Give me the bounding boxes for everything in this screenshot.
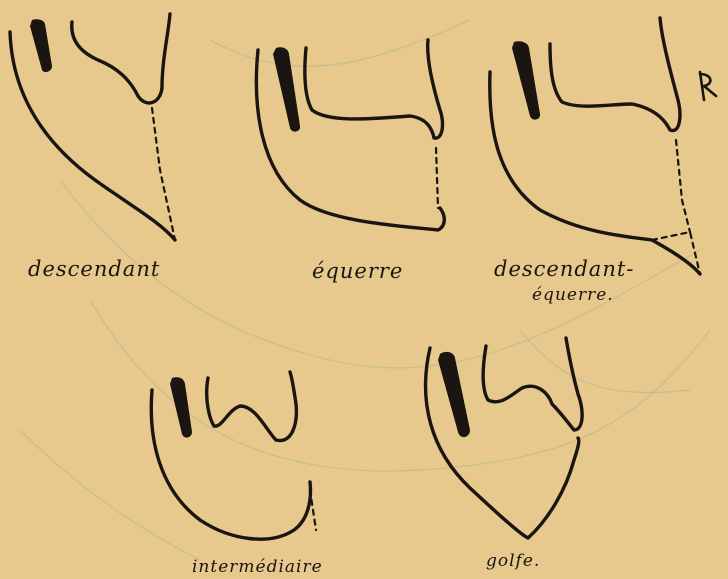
figure-intermediaire-dotted-line (310, 490, 316, 530)
figure-intermediaire (151, 372, 316, 539)
label-descendant-equerre-line1: descendant- (494, 257, 634, 281)
figure-descendant-equerre-inner-curve (550, 18, 680, 131)
label-descendant-equerre-line2: équerre. (532, 285, 614, 305)
figure-intermediaire-inner-curve (207, 372, 297, 441)
label-golfe: golfe. (486, 551, 540, 571)
figure-equerre-dotted-line (436, 148, 438, 208)
label-equerre: équerre (312, 259, 403, 283)
figure-descendant (10, 14, 175, 240)
figure-equerre-inner-curve (305, 40, 443, 138)
label-intermediaire: intermédiaire (192, 557, 323, 577)
figure-equerre-tooth-bar (273, 47, 300, 131)
label-descendant: descendant (28, 257, 160, 281)
figure-descendant-inner-curve (72, 14, 170, 103)
figure-descendant-equerre-tooth-bar (512, 41, 540, 119)
figure-equerre (256, 40, 444, 230)
figure-descendant-equerre-dotted-vertical (676, 140, 690, 232)
figure-golfe-inner-curve (483, 338, 582, 430)
figure-descendant-outline (10, 32, 175, 240)
figure-golfe-tooth-bar (438, 352, 470, 437)
figure-intermediaire-tooth-bar (170, 377, 192, 437)
figure-descendant-equerre-outline (490, 72, 700, 274)
figure-descendant-equerre (490, 18, 716, 274)
figure-descendant-equerre-corner-mark (700, 72, 716, 100)
figure-descendant-tooth-bar (30, 19, 52, 72)
